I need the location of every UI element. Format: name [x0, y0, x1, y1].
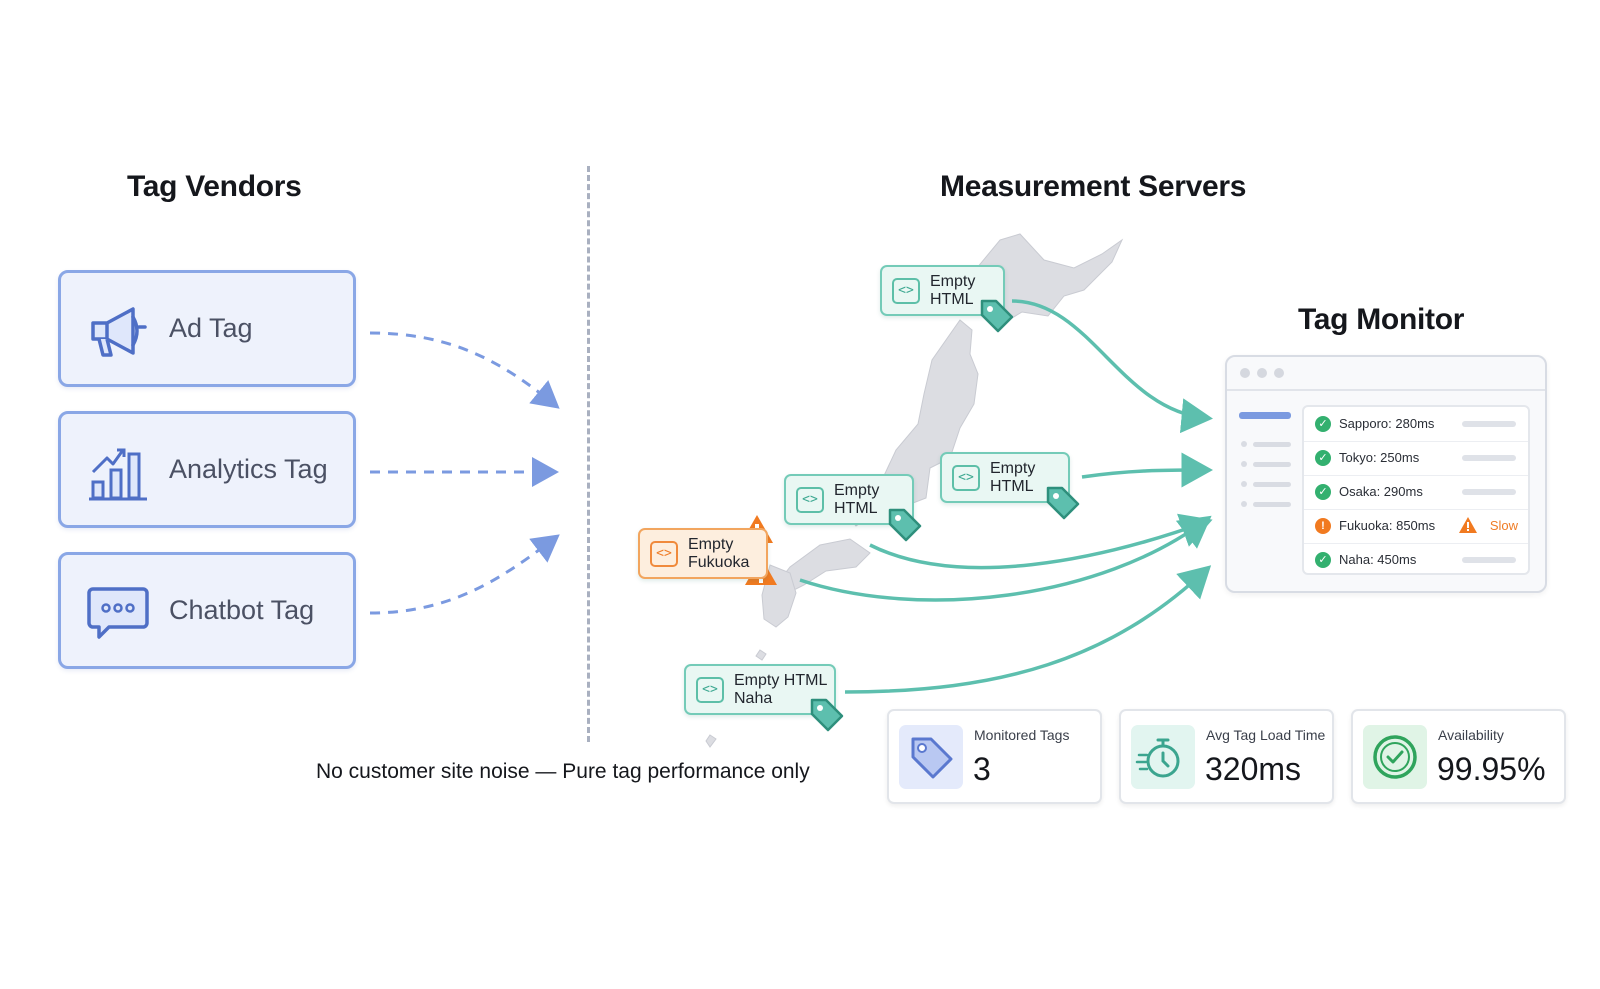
server-line1: Empty [688, 536, 734, 553]
vendor-arrow-chatbot [369, 534, 560, 615]
code-icon: <> [650, 541, 678, 567]
tag-monitor-title: Tag Monitor [1298, 303, 1465, 336]
server-line1: Empty [930, 273, 976, 290]
server-line2: HTML [930, 291, 974, 308]
row-meter [1462, 557, 1516, 563]
server-line1: Empty [834, 482, 880, 499]
check-circle-icon [1373, 735, 1417, 779]
server-line1: Empty [990, 460, 1036, 477]
row-meter [1462, 489, 1516, 495]
vendor-label: Chatbot Tag [169, 595, 315, 625]
warning-icon [1459, 517, 1477, 533]
vendor-arrow-ad [369, 331, 560, 409]
check-icon: ✓ [1315, 416, 1331, 432]
row-text: Tokyo: 250ms [1339, 450, 1420, 465]
row-text: Fukuoka: 850ms [1339, 518, 1436, 533]
stopwatch-icon [1135, 738, 1180, 778]
check-icon: ✓ [1315, 552, 1331, 568]
stat-icon-box [1363, 725, 1427, 789]
window-dot [1257, 368, 1267, 378]
vendor-analytics-tag: Analytics Tag [58, 411, 356, 528]
megaphone-icon [91, 307, 147, 357]
tag-vendors-title: Tag Vendors [127, 170, 302, 203]
section-divider [587, 166, 590, 742]
row-meter [1462, 455, 1516, 461]
arrow-osaka [869, 513, 1213, 570]
alert-icon: ! [1315, 518, 1331, 534]
sidebar-item [1253, 442, 1291, 447]
code-icon: <> [696, 677, 724, 703]
vendor-chatbot-tag: Chatbot Tag [58, 552, 356, 669]
bar-chart-icon [89, 448, 147, 501]
arrow-sapporo [1011, 299, 1213, 434]
vendor-ad-tag: Ad Tag [58, 270, 356, 387]
stat-icon-box [1131, 725, 1195, 789]
chat-bubble-icon [87, 587, 149, 639]
sidebar-item [1253, 462, 1291, 467]
row-text: Sapporo: 280ms [1339, 416, 1435, 431]
row-text: Osaka: 290ms [1339, 484, 1423, 499]
list-item: ✓ Tokyo: 250ms [1304, 441, 1528, 476]
stat-label: Availability [1438, 727, 1504, 743]
footnote: No customer site noise — Pure tag perfor… [316, 760, 810, 783]
vendor-label: Ad Tag [169, 313, 253, 343]
row-meter [1462, 421, 1516, 427]
latency-list: ✓ Sapporo: 280ms ✓ Tokyo: 250ms ✓ Osaka:… [1302, 405, 1530, 575]
stat-card-avg-load-time: Avg Tag Load Time 320ms [1119, 709, 1334, 804]
stat-value: 99.95% [1437, 751, 1546, 787]
tag-icon [810, 698, 844, 732]
sidebar-bullet [1241, 461, 1247, 467]
stat-value: 320ms [1205, 751, 1302, 787]
check-icon: ✓ [1315, 484, 1331, 500]
server-line2: HTML [834, 500, 878, 517]
code-icon: <> [796, 487, 824, 513]
row-text: Naha: 450ms [1339, 552, 1417, 567]
stat-card-availability: Availability 99.95% [1351, 709, 1566, 804]
sidebar-bullet [1241, 501, 1247, 507]
window-titlebar [1227, 357, 1545, 391]
sidebar-item [1253, 502, 1291, 507]
code-icon: <> [952, 465, 980, 491]
stat-card-monitored-tags: Monitored Tags 3 [887, 709, 1102, 804]
sidebar-item [1253, 482, 1291, 487]
tag-icon [888, 508, 922, 542]
vendor-label: Analytics Tag [169, 454, 328, 484]
list-item: ✓ Naha: 450ms [1304, 543, 1528, 577]
tag-monitor-window: ✓ Sapporo: 280ms ✓ Tokyo: 250ms ✓ Osaka:… [1225, 355, 1547, 593]
server-line1: Empty HTML [734, 672, 828, 689]
arrow-tokyo [1081, 452, 1213, 488]
window-dot [1240, 368, 1250, 378]
stat-label: Monitored Tags [974, 727, 1070, 743]
sidebar-bullet [1241, 481, 1247, 487]
arrow-naha [844, 565, 1212, 694]
tag-icon [980, 299, 1014, 333]
sidebar-bullet [1241, 441, 1247, 447]
window-dot [1274, 368, 1284, 378]
server-line2: Fukuoka [688, 554, 750, 571]
list-item: ✓ Osaka: 290ms [1304, 475, 1528, 510]
server-line2: HTML [990, 478, 1034, 495]
list-item: ! Fukuoka: 850ms Slow [1304, 509, 1528, 544]
server-line2: Naha [734, 690, 773, 707]
code-icon: <> [892, 278, 920, 304]
list-item: ✓ Sapporo: 280ms [1304, 407, 1528, 442]
slow-label: Slow [1489, 518, 1518, 533]
tag-icon [911, 737, 953, 779]
tag-icon [1046, 486, 1080, 520]
sidebar-active-item [1239, 412, 1291, 419]
stat-value: 3 [973, 751, 991, 787]
stat-icon-box [899, 725, 963, 789]
stat-label: Avg Tag Load Time [1206, 727, 1326, 743]
measurement-servers-title: Measurement Servers [940, 170, 1247, 203]
check-icon: ✓ [1315, 450, 1331, 466]
arrow-fukuoka [799, 515, 1212, 602]
